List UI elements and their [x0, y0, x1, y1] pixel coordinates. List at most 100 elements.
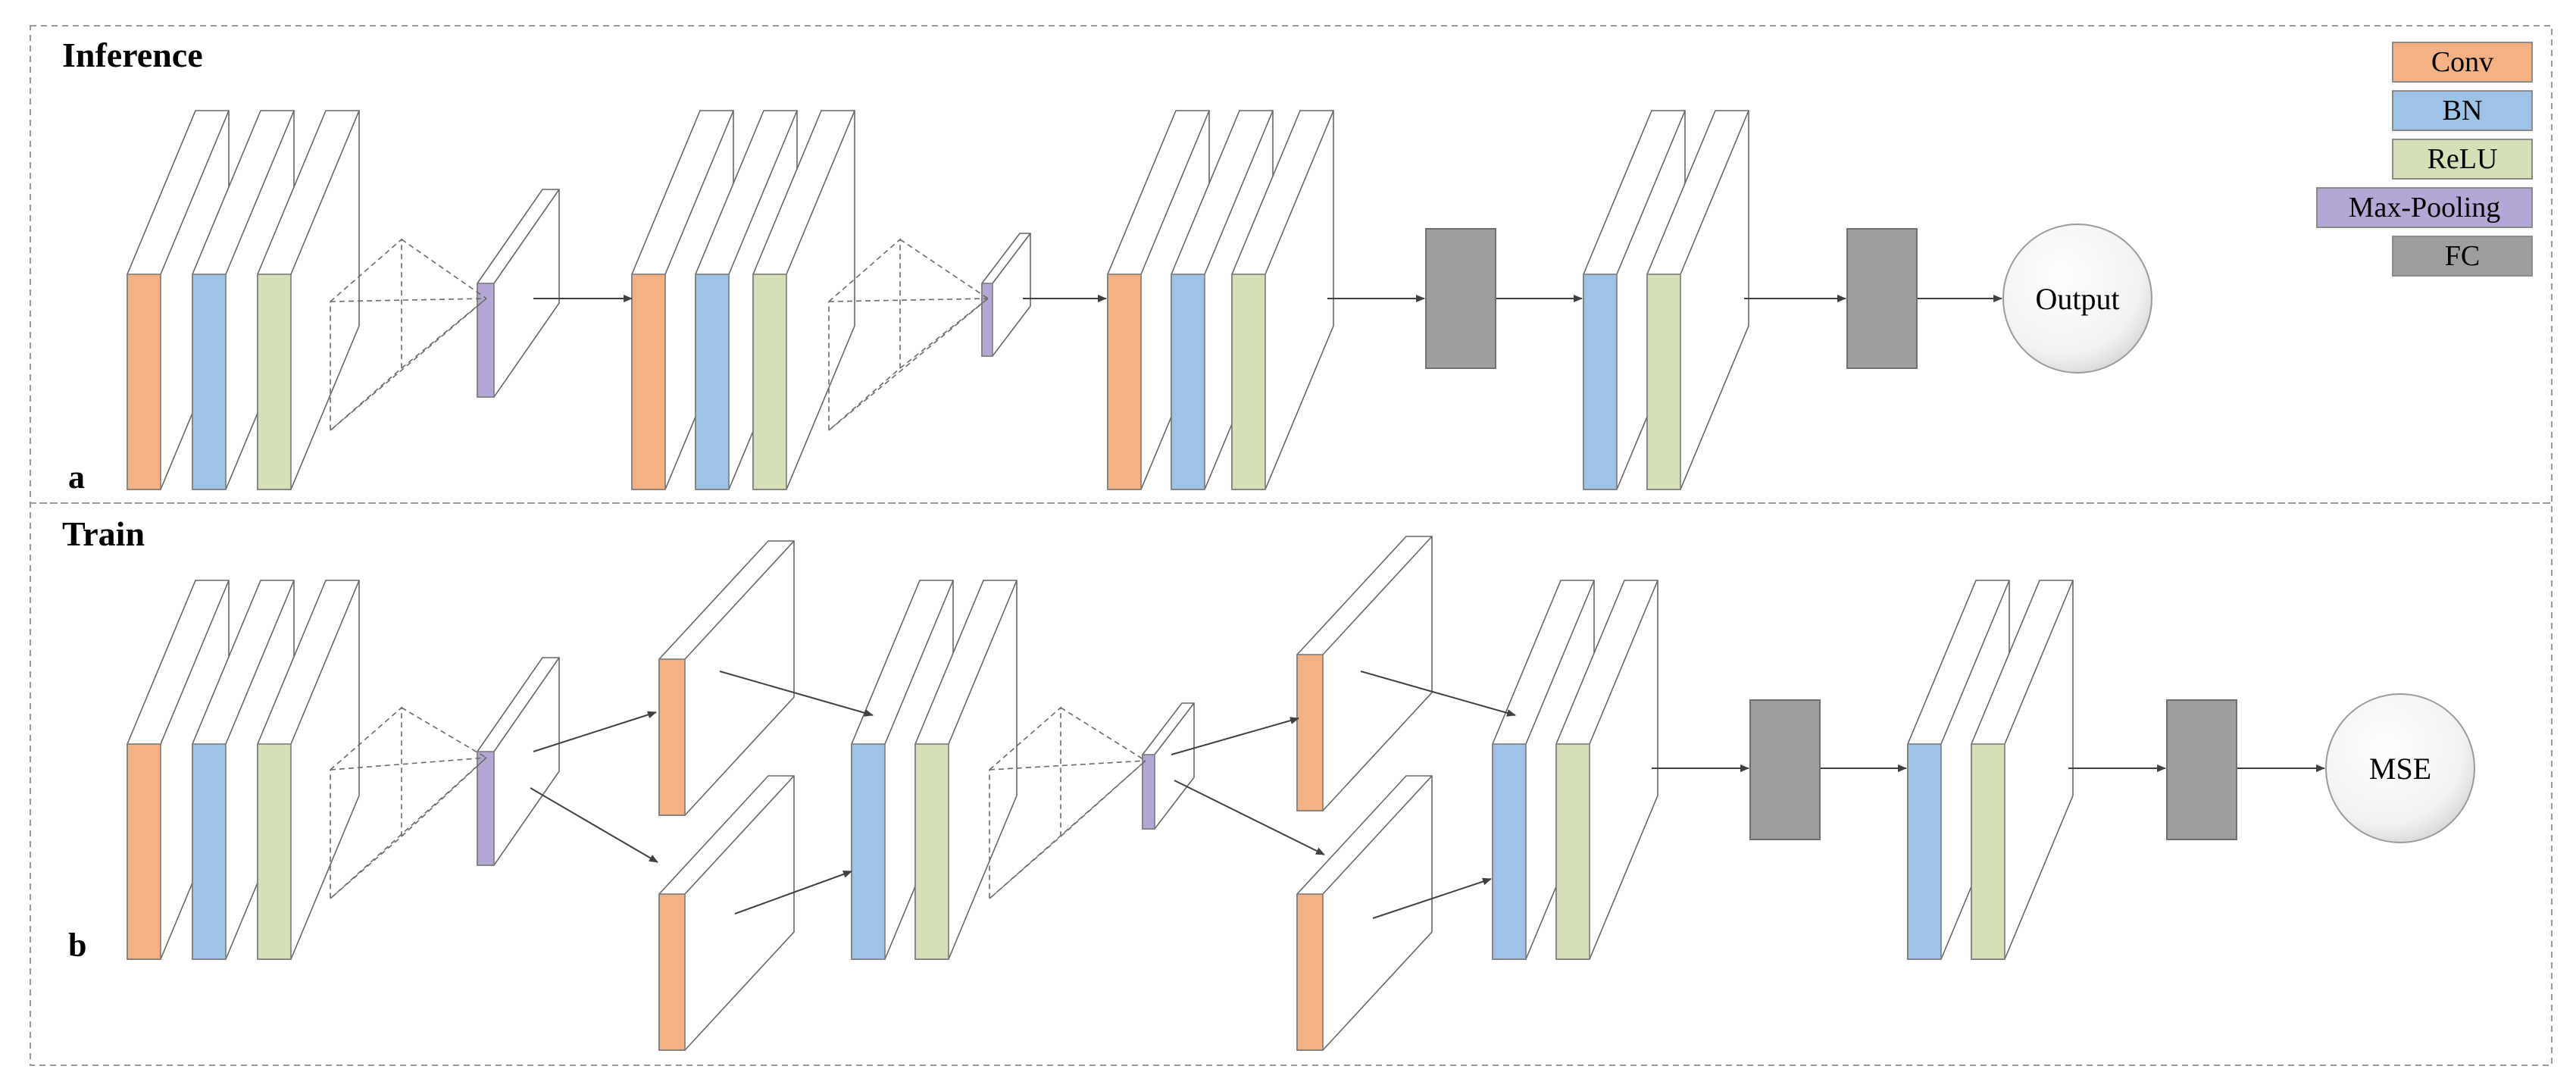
b-b4-bn-face [1907, 743, 1942, 960]
mse-node-label: MSE [2369, 752, 2431, 786]
b-b1-relu-face [257, 743, 292, 960]
b-b3-bn-edge [1525, 580, 1595, 745]
b-arrow-merge-up-2 [1360, 671, 1516, 717]
a-b2-pool-edge [992, 233, 1031, 284]
b-branch1-upper-conv-face [658, 658, 686, 816]
b-b1-conv-edge [160, 580, 230, 745]
a-b3-bn-face [1171, 274, 1205, 490]
panel-a-letter: a [68, 458, 85, 496]
a-b1-pool-edge [493, 189, 560, 284]
b-b1-conv-face [127, 743, 161, 960]
b-arrow-merge-up-1 [719, 671, 874, 717]
b-arrow-merge-down-1 [734, 871, 852, 914]
b-b2-bn [851, 580, 954, 960]
b-branch1-lower-conv [658, 775, 795, 1051]
a-b1-conv-edge [160, 110, 230, 275]
b-b2-bn-edge [884, 580, 954, 745]
b-b4-bn-edge [1940, 580, 2010, 745]
a-b4-relu [1646, 110, 1749, 490]
b-b1-pyramid-ray-2 [401, 757, 487, 837]
legend-conv-swatch [2392, 42, 2533, 83]
b-b1-pyramid-ray-3 [330, 757, 487, 899]
a-b3-relu [1231, 110, 1334, 490]
connection-arrows [530, 295, 2325, 919]
a-b4-bn-face [1583, 274, 1618, 490]
b-b2-pool-edge [1154, 702, 1195, 755]
legend: Conv BN ReLU Max-Pooling FC [2316, 42, 2533, 277]
b-branch1-upper-conv [658, 540, 795, 816]
a-b1-bn-face [192, 274, 227, 490]
output-node: Output [2002, 224, 2152, 374]
a-fc-2 [1846, 228, 1918, 369]
b-b4-bn [1907, 580, 2010, 960]
mse-node-circle [2325, 693, 2475, 843]
b-b3-bn-face [1492, 743, 1527, 960]
a-b3-conv-edge [1140, 110, 1210, 275]
a-b1-pool-face [477, 283, 495, 398]
b-arrow-split-up-2 [1171, 717, 1299, 755]
b-branch2-upper-conv [1296, 536, 1433, 811]
b-arrow-split-down-2 [1174, 780, 1325, 855]
b-b2-relu [914, 580, 1018, 960]
a-b2-pool-face [981, 283, 993, 357]
b-b1-bn-face [192, 743, 227, 960]
pooling-receptive-fields [330, 238, 1146, 900]
b-arrow-split-up-1 [533, 711, 657, 752]
b-b1-relu [257, 580, 360, 960]
b-branch1-lower-conv-face [658, 893, 686, 1051]
a-b4-relu-face [1646, 274, 1681, 490]
b-fc-2 [2166, 699, 2237, 840]
b-branch2-lower-conv [1296, 775, 1433, 1051]
b-arrow-merge-down-2 [1372, 877, 1492, 919]
a-b2-pyramid-ray-1 [899, 239, 989, 299]
a-b1-pyramid-ray-0 [330, 298, 487, 302]
legend-maxpool-swatch [2316, 187, 2533, 228]
panel-a-frame [30, 25, 2553, 504]
b-branch1-lower-conv-edge [684, 775, 795, 895]
a-b1-conv-face [127, 274, 161, 490]
mse-node: MSE [2325, 693, 2475, 843]
a-b1-pyramid-ray-2 [401, 298, 487, 369]
a-b2-pool [981, 233, 1031, 357]
b-b4-relu-edge [2004, 580, 2074, 745]
b-b3-bn [1492, 580, 1595, 960]
legend-relu-label: ReLU [2428, 143, 2498, 175]
b-b3-relu-face [1555, 743, 1590, 960]
b-b2-bn-face [851, 743, 886, 960]
b-b2-pyramid-ray-1 [1060, 707, 1146, 761]
b-b2-pyramid-ray-0 [989, 760, 1146, 771]
a-b2-pyramid-ray-2 [899, 298, 989, 369]
b-b1-pyramid-ray-1 [401, 707, 487, 758]
b-b1-conv [127, 580, 230, 960]
b-b1-pyramid [330, 706, 487, 900]
a-b2-conv-face [631, 274, 666, 490]
a-b1-relu-edge [290, 110, 360, 275]
b-b2-pyramid [989, 706, 1146, 900]
b-b2-pool [1142, 702, 1195, 830]
b-branch2-upper-conv-face [1296, 654, 1324, 811]
legend-bn-label: BN [2443, 95, 2483, 127]
b-b3-relu [1555, 580, 1658, 960]
a-b1-relu [257, 110, 360, 490]
a-b2-relu [752, 110, 855, 490]
b-b1-pool-edge [493, 657, 560, 752]
a-b3-bn-edge [1204, 110, 1274, 275]
panel-b-title: Train [62, 514, 145, 553]
b-b3-relu-edge [1589, 580, 1658, 745]
a-b1-pyramid-ray-3 [330, 298, 487, 431]
b-branch2-upper-conv-edge [1322, 536, 1433, 655]
b-b2-pyramid-ray-3 [989, 760, 1146, 899]
a-b2-relu-edge [786, 110, 855, 275]
b-b1-relu-edge [290, 580, 360, 745]
a-b3-conv-face [1107, 274, 1142, 490]
a-b1-pyramid-ray-1 [401, 239, 487, 299]
b-branch1-upper-conv-edge [684, 540, 795, 660]
b-b2-relu-edge [948, 580, 1018, 745]
b-branch2-lower-conv-face [1296, 893, 1324, 1051]
legend-bn-swatch [2392, 90, 2533, 131]
b-b1-bn [192, 580, 295, 960]
panel-b-frame [30, 502, 2553, 1066]
b-b1-bn-edge [225, 580, 295, 745]
b-b2-relu-face [914, 743, 949, 960]
a-b1-pool [477, 189, 560, 398]
